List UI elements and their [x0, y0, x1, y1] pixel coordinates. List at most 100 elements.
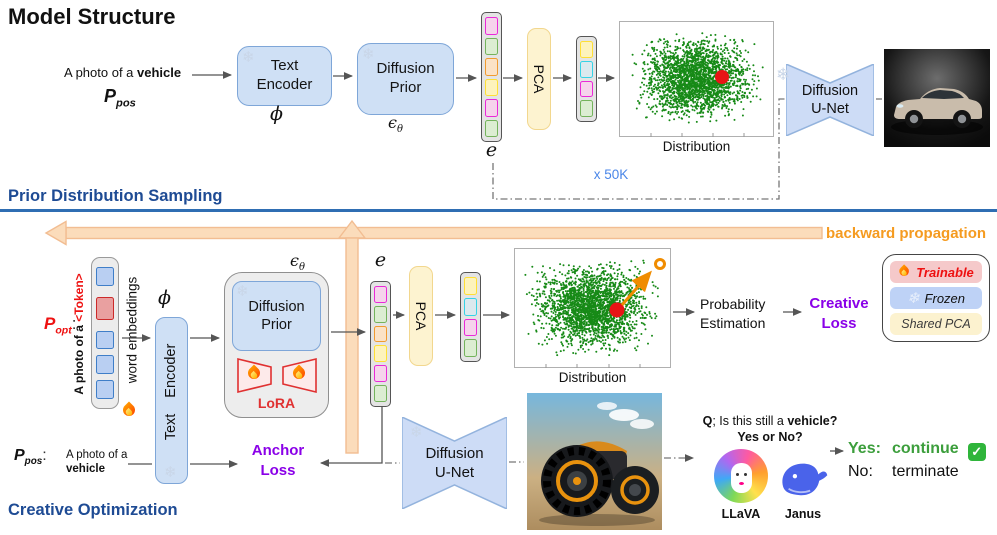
llava-eye: [744, 473, 747, 476]
text-encoder-label-bottom: Text Encoder: [163, 344, 179, 441]
distribution-plot-top: [619, 21, 774, 137]
probability-estimation-label: Probability Estimation: [700, 295, 765, 333]
theta-subscript: θ: [396, 124, 403, 136]
embedding-vector-bottom: [370, 281, 391, 407]
epsilon-theta-top: ϵθ: [388, 113, 403, 135]
legend-shared-label: Shared PCA: [901, 317, 971, 331]
token-prompt-plain: A photo of a: [72, 321, 86, 395]
legend-trainable: Trainable: [890, 261, 982, 283]
decision-block: Yes:continue✓ No:terminate: [848, 438, 986, 482]
vector-cell-pink: [374, 286, 387, 303]
section-label-top: Prior Distribution Sampling: [8, 187, 223, 205]
encoder-word2: Encoder: [163, 343, 179, 398]
creative-line1: Creative: [809, 295, 869, 312]
q-text: ; Is this still a: [712, 414, 788, 428]
e-label-top: e: [485, 139, 498, 161]
prompt-keyword: vehicle: [137, 65, 182, 80]
anchor-loss-label: Anchor Loss: [243, 441, 313, 482]
colon: :: [71, 314, 77, 333]
vlm-question: Q; Is this still a vehicle? Yes or No?: [695, 413, 845, 446]
vector-cell-yellow: [464, 277, 477, 295]
text-encoder-box-bottom: [155, 317, 188, 484]
snowflake-icon: ❄: [776, 65, 791, 84]
p-letter: P: [44, 314, 56, 333]
creative-vehicle-image: [527, 393, 662, 530]
anchor-line1: Anchor: [251, 442, 305, 459]
distribution-label-top: Distribution: [662, 139, 731, 154]
pca-vector-top: [576, 36, 597, 122]
p-letter: P: [104, 86, 117, 106]
vector-cell-pink: [580, 80, 593, 98]
vector-cell-green: [464, 339, 477, 357]
vector-cell-orange: [374, 325, 387, 343]
legend-frozen: ❄Frozen: [890, 287, 982, 309]
fire-icon: [293, 366, 306, 382]
snowflake-icon: ❄: [906, 289, 920, 307]
no-value: terminate: [892, 462, 959, 480]
diffusion-prior-line1: Diffusion: [248, 298, 305, 315]
creative-loss-label: Creative Loss: [806, 294, 872, 335]
phi-symbol-top: ϕ: [270, 103, 283, 125]
anchor-line2: Loss: [260, 462, 296, 480]
vector-cell-pink: [374, 365, 387, 383]
positive-prompt-text: A photo of a vehicle: [64, 65, 181, 80]
vector-cell-blue: [96, 380, 114, 400]
vector-cell-pink: [485, 99, 498, 117]
legend-box: Trainable ❄Frozen Shared PCA: [882, 254, 990, 342]
p-pos-symbol-bottom: Ppos:: [14, 447, 47, 467]
vector-cell-red: [96, 296, 114, 320]
fire-icon: [900, 266, 910, 279]
vector-cell-yellow: [374, 345, 387, 363]
distribution-plot-bottom: [514, 248, 671, 368]
unet-line1: Diffusion: [801, 82, 859, 99]
probability-line2: Estimation: [700, 314, 766, 331]
vector-cell-blue: [96, 267, 114, 286]
distribution-label-bottom: Distribution: [558, 370, 627, 385]
snowflake-icon: ❄: [242, 49, 255, 66]
llava-label: LLaVA: [721, 507, 761, 521]
prompt-plain: A photo of a: [64, 65, 138, 80]
fire-icon: [123, 403, 136, 419]
unet-line1: Diffusion: [425, 444, 484, 462]
llava-eye: [736, 473, 739, 476]
colon: :: [42, 447, 47, 464]
section-label-bottom: Creative Optimization: [8, 501, 178, 519]
vector-cell-blue: [96, 330, 114, 350]
text-encoder-box-top: Text Encoder: [237, 46, 332, 106]
diffusion-prior-line1: Diffusion: [376, 60, 435, 78]
vector-cell-cyan: [464, 297, 477, 316]
llava-icon: [712, 447, 770, 505]
question-line1: Q; Is this still a vehicle?: [695, 413, 845, 429]
decision-yes: Yes:continue✓: [848, 438, 986, 461]
vector-cell-pink: [485, 17, 498, 35]
creative-line2: Loss: [821, 315, 857, 333]
word-embedding-stack: [91, 257, 119, 409]
vector-cell-green: [374, 385, 387, 402]
vector-cell-green: [485, 119, 498, 137]
vector-cell-yellow: [485, 78, 498, 96]
vector-cell-blue: [96, 355, 114, 375]
janus-icon: [782, 463, 828, 496]
scatter-cloud: [631, 32, 764, 124]
pos-prompt-line1: A photo of a: [66, 449, 128, 461]
vector-cell-pink: [464, 318, 477, 337]
decision-no: No:terminate: [848, 461, 986, 482]
word-embeddings-label: word embeddings: [124, 276, 140, 384]
theta-subscript: θ: [298, 262, 305, 274]
janus-label: Janus: [784, 507, 822, 521]
question-line2: Yes or No?: [737, 430, 803, 445]
unet-label-top: Diffusion U-Net: [786, 64, 874, 136]
pca-label-bottom: PCA: [413, 301, 429, 331]
yes-value: continue: [892, 440, 959, 457]
pca-vector-bottom: [460, 272, 481, 362]
encoder-word1: Text: [163, 413, 179, 441]
vector-cell-green: [580, 100, 593, 117]
llava-nose: [739, 482, 744, 485]
diffusion-unet-top: Diffusion U-Net: [785, 62, 875, 138]
pos-subscript: pos: [24, 456, 43, 468]
fire-icon: [248, 366, 261, 382]
snowflake-icon: ❄: [362, 46, 375, 63]
pca-box-bottom: [409, 266, 433, 366]
legend-frozen-label: Frozen: [924, 290, 966, 306]
